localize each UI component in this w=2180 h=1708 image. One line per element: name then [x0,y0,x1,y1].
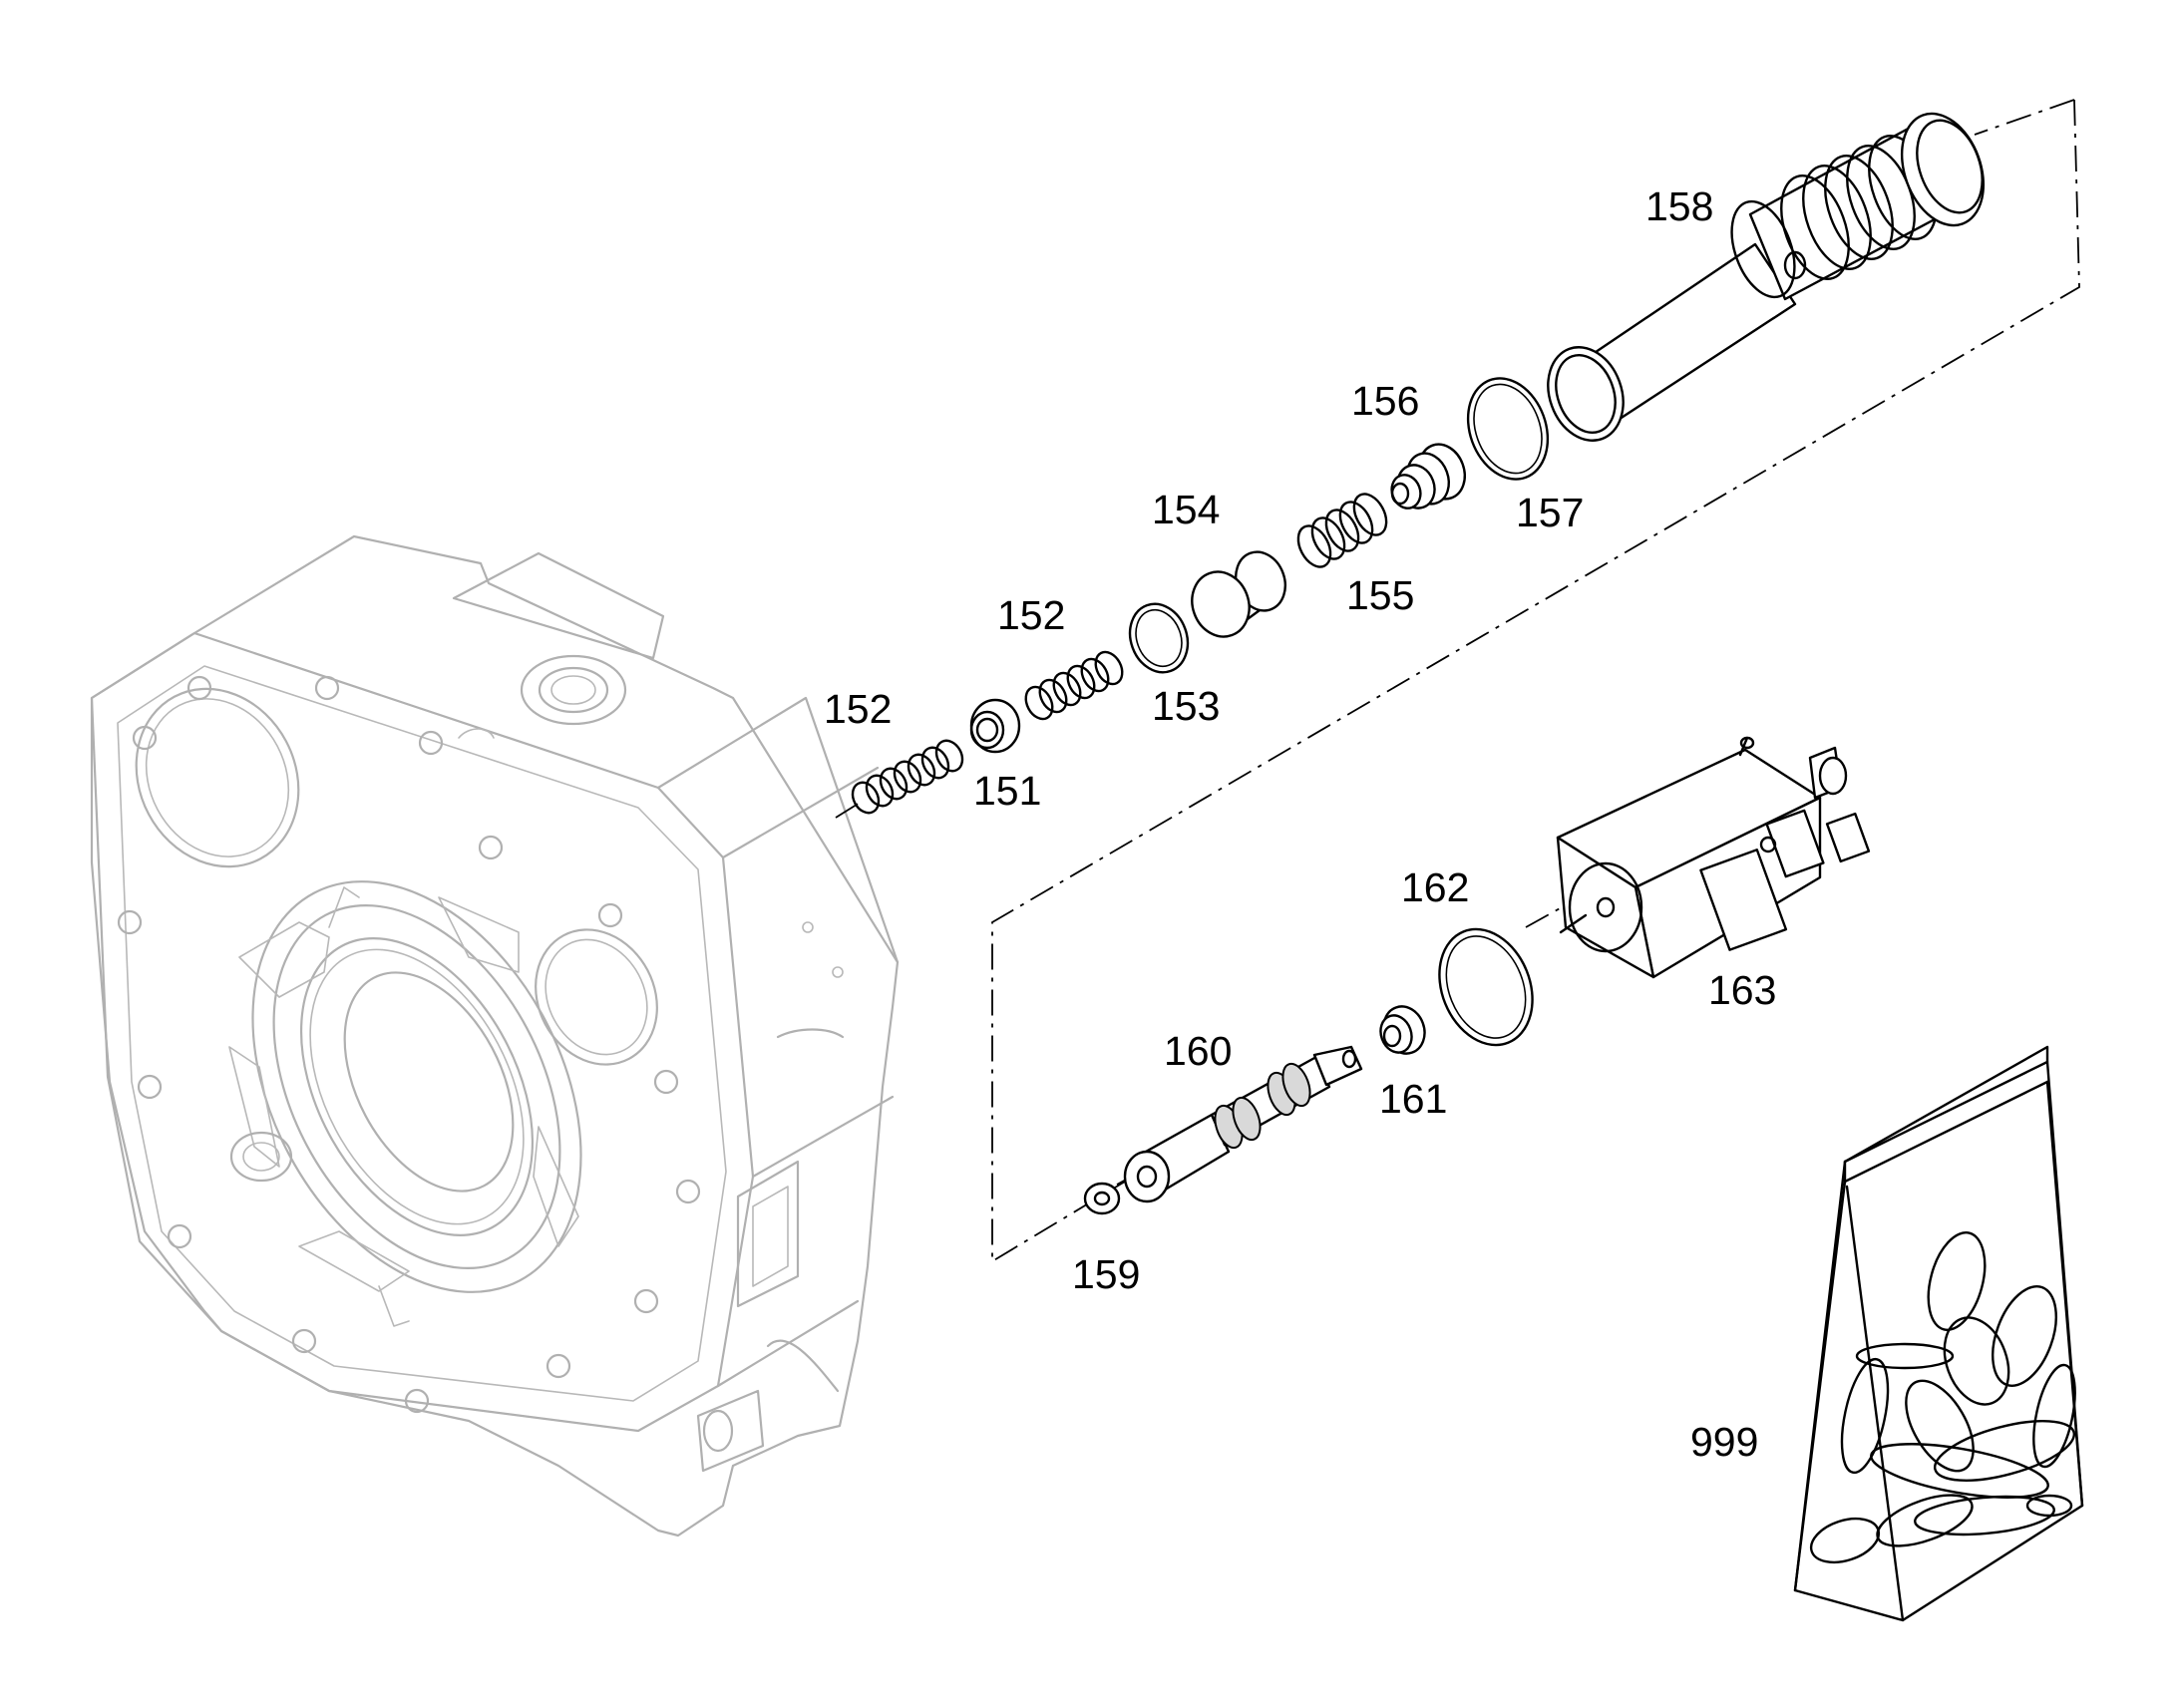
callout-154: 154 [1152,487,1220,532]
washer-159 [1083,1182,1121,1215]
cartridge-158 [1547,112,1986,442]
callout-158: 158 [1645,183,1713,229]
solenoid-163 [1556,736,1871,979]
callout-160: 160 [1164,1028,1232,1074]
piston-156 [1390,443,1466,510]
callout-152-lower: 152 [824,686,892,732]
cap-151 [969,698,1021,754]
o-ring-162 [1438,927,1534,1047]
o-ring-157 [1466,377,1550,481]
callout-159: 159 [1072,1251,1140,1297]
seal-kit-bag-999 [1793,1045,2084,1622]
callout-152-upper: 152 [997,592,1065,638]
callout-151: 151 [973,768,1041,814]
sleeve-154 [1191,550,1286,638]
callout-162: 162 [1401,864,1469,910]
callout-163: 163 [1708,967,1776,1013]
spring-152-upper [1024,650,1124,721]
transmission-housing [90,534,900,1537]
bushing-161 [1379,1005,1426,1055]
snap-ring-153 [1128,602,1190,674]
spool-160 [1123,1045,1363,1203]
callout-153: 153 [1152,683,1220,729]
callout-999: 999 [1690,1419,1758,1465]
spring-155 [1296,493,1388,568]
assembly-boundary [835,99,2080,1263]
callout-161: 161 [1379,1076,1447,1122]
callout-155: 155 [1346,572,1414,618]
callout-156: 156 [1351,378,1419,424]
callout-157: 157 [1516,490,1584,535]
spring-152-lower [851,739,964,815]
